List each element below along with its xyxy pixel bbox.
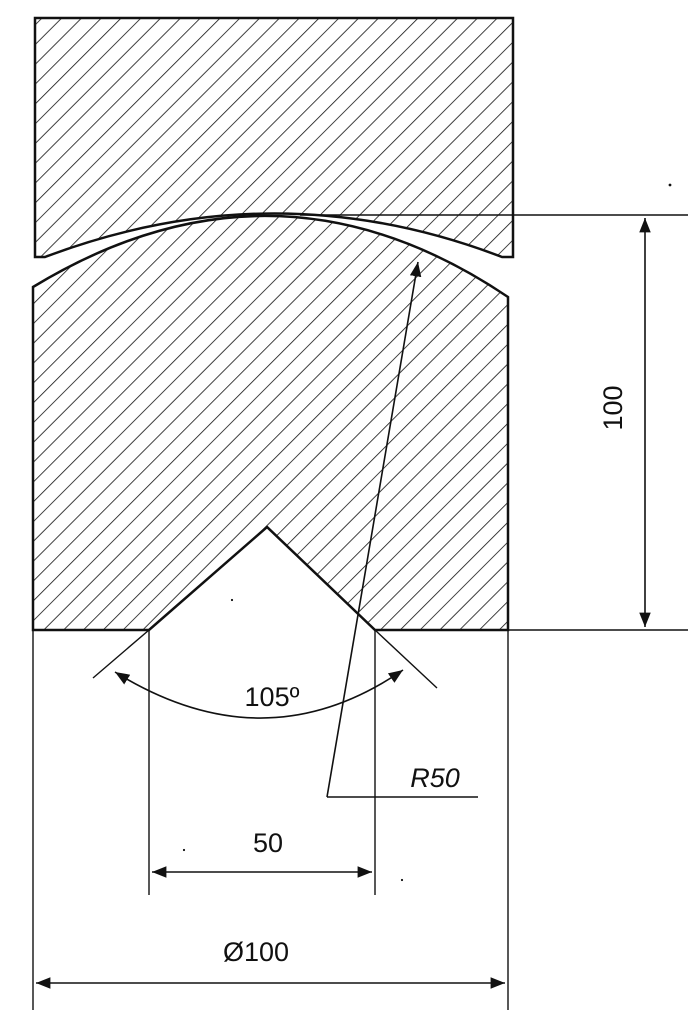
diameter-dimension-label: Ø100 [223,937,289,967]
upper-die [33,16,515,259]
scan-specks [182,183,672,882]
notch-left-flank-extension [92,629,150,679]
width-dimension-label: 50 [253,828,283,858]
workpiece-section [31,214,510,632]
diameter-dimension: Ø100 [36,937,505,989]
notch-right-flank-extension [374,629,438,689]
width-dimension: 50 [152,828,372,878]
radius-label: R50 [410,763,460,793]
angle-dimension-label: 105º [245,682,300,712]
speck [668,183,672,187]
height-dimension: 100 [598,218,651,627]
height-dimension-label: 100 [598,385,628,430]
radius-leader: R50 [326,261,478,798]
upper-die-section [33,16,515,259]
angle-dimension-arc [114,669,404,719]
speck [182,848,186,852]
lower-workpiece [31,214,510,632]
speck [400,878,404,882]
angle-dimension: 105º [114,669,404,719]
speck [230,598,234,602]
extension-lines [32,214,688,1010]
radius-leader-line [326,261,422,798]
